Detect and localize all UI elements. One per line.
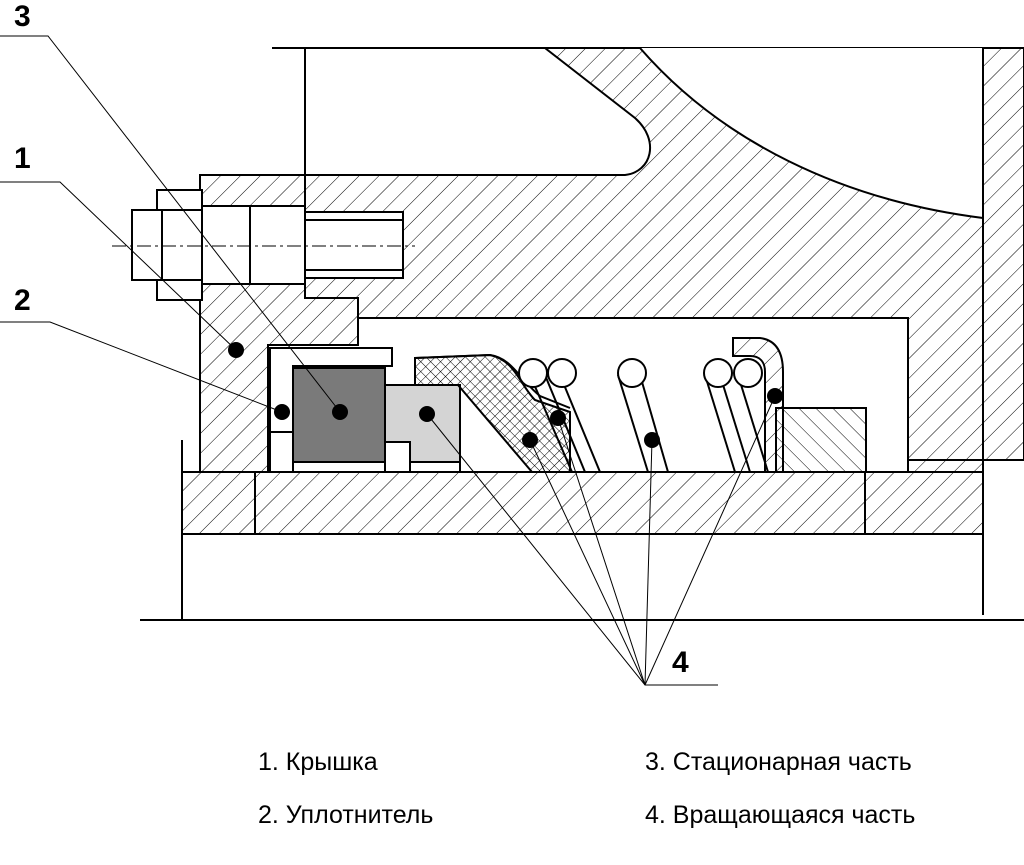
rotating-ring xyxy=(384,384,461,473)
marker-dot-4c xyxy=(550,410,566,426)
leader-lines xyxy=(0,35,776,686)
housing xyxy=(272,47,1024,615)
callout-3: 3 xyxy=(14,0,31,33)
marker-dots xyxy=(228,342,783,448)
marker-dot-2 xyxy=(274,404,290,420)
stationary-ring xyxy=(292,367,386,473)
springs xyxy=(518,358,769,473)
callout-2: 2 xyxy=(14,284,31,317)
marker-dot-4d xyxy=(644,432,660,448)
marker-dot-1 xyxy=(228,342,244,358)
seal-holder xyxy=(269,347,393,473)
callout-1: 1 xyxy=(14,142,31,175)
marker-dot-4b xyxy=(522,432,538,448)
marker-dot-4a xyxy=(419,406,435,422)
marker-dot-4e xyxy=(767,388,783,404)
shaft xyxy=(140,407,1024,621)
legend-item-stationary: 3. Стационарная часть xyxy=(645,748,912,776)
legend-item-seal: 2. Уплотнитель xyxy=(258,801,434,829)
marker-dot-3 xyxy=(332,404,348,420)
spring-retainer xyxy=(732,337,784,473)
callout-4: 4 xyxy=(672,646,689,679)
legend-item-cover: 1. Крышка xyxy=(258,748,378,776)
legend-item-rotating: 4. Вращающаяся часть xyxy=(645,801,916,829)
